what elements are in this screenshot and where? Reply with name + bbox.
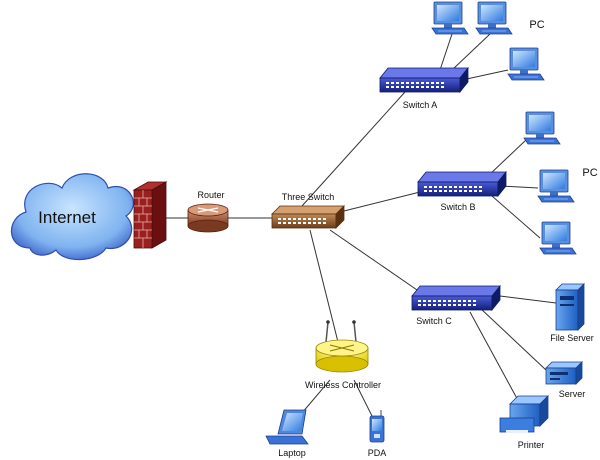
pc-icon [475,1,513,35]
link-a-pc2 [451,33,491,71]
pc-label-top: PC [529,19,544,31]
printer-label: Printer [518,440,545,450]
router-label: Router [197,190,224,200]
link-core-switch-b [339,191,421,213]
router-icon [187,203,229,233]
link-c-fileserver [499,295,557,304]
pc-icon [507,47,545,81]
link-wireless-pda [353,379,373,417]
link-core-switch-c [329,229,421,293]
link-b-pc1 [487,139,527,177]
laptop-label: Laptop [278,448,306,458]
three-switch-label: Three Switch [282,192,335,202]
pda-label: PDA [368,448,387,458]
link-a-pc1 [439,33,453,71]
wireless-controller-icon [315,320,369,373]
switch-b-label: Switch B [440,202,475,212]
link-a-pc3 [461,69,509,81]
file-server-icon [555,283,585,331]
link-b-pc3 [491,195,541,239]
switch-a-icon [379,67,469,93]
pc-icon [431,1,469,35]
three-switch-icon [271,205,345,229]
laptop-icon [265,409,309,445]
firewall-icon [132,181,168,249]
link-c-printer [469,311,521,405]
pc-label-mid: PC [582,167,597,179]
link-core-wireless [309,229,339,343]
switch-c-icon [411,285,501,311]
link-b-pc2 [499,185,539,189]
internet-cloud-icon [10,173,134,261]
pc-icon [537,169,575,203]
link-c-server [479,307,547,371]
pda-icon [369,410,385,443]
printer-icon [499,395,549,433]
pc-icon [523,111,561,145]
file-server-label: File Server [550,333,594,343]
pc-icon [539,221,577,255]
links [166,33,557,421]
link-core-switch-a [301,91,406,207]
switch-b-icon [417,171,507,197]
server-icon [545,361,583,385]
wireless-controller-label: Wireless Controller [305,380,381,390]
server-label: Server [559,389,586,399]
switch-c-label: Switch C [416,316,452,326]
switch-a-label: Switch A [403,100,438,110]
internet-label: Internet [38,208,96,227]
